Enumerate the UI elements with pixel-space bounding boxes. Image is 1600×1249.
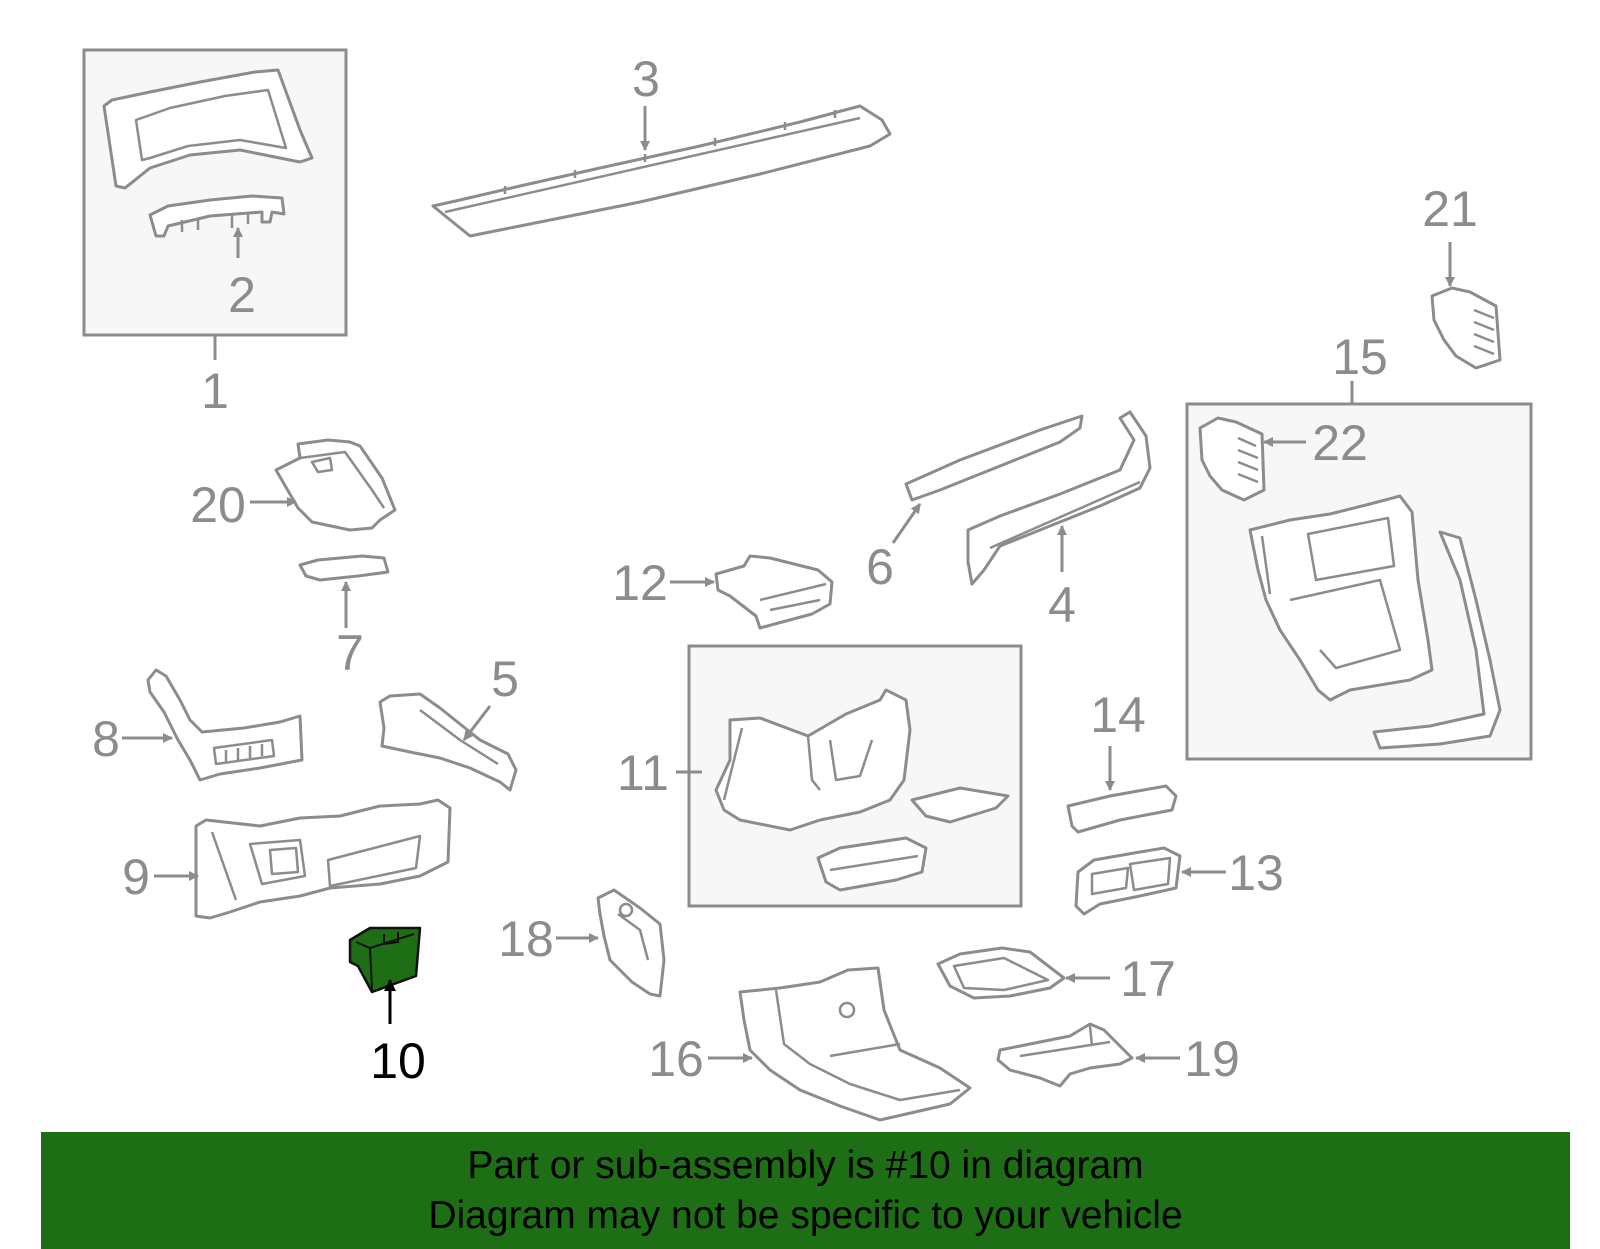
part-10-highlighted-pocket[interactable] <box>348 926 422 994</box>
callout-1: 1 <box>201 363 229 419</box>
callout-22: 22 <box>1312 415 1368 471</box>
part-11-console-box[interactable] <box>714 688 1010 892</box>
part-4-side-trim[interactable] <box>966 410 1152 586</box>
callout-6: 6 <box>866 539 894 595</box>
callout-3: 3 <box>632 51 660 107</box>
callout-21: 21 <box>1422 181 1478 237</box>
callout-16: 16 <box>648 1031 704 1087</box>
part-7-clip[interactable] <box>298 554 390 582</box>
part-1-cluster-panel[interactable] <box>102 68 314 190</box>
part-16-console-base[interactable] <box>738 966 972 1122</box>
part-3-garnish-strip[interactable] <box>431 104 892 238</box>
callout-9: 9 <box>122 849 150 905</box>
part-5-trim[interactable] <box>378 692 518 792</box>
callout-13: 13 <box>1228 845 1284 901</box>
callout-12: 12 <box>612 555 668 611</box>
callout-8: 8 <box>92 711 120 767</box>
part-21-air-vent[interactable] <box>1430 286 1502 370</box>
banner-line-2: Diagram may not be specific to your vehi… <box>428 1194 1183 1237</box>
part-2-bracket[interactable] <box>148 194 286 238</box>
callout-14: 14 <box>1090 687 1146 743</box>
leader-5 <box>462 705 492 741</box>
callout-18: 18 <box>498 911 554 967</box>
part-13-switch-panel[interactable] <box>1074 846 1182 916</box>
part-20-cover[interactable] <box>274 438 397 532</box>
part-19-bracket[interactable] <box>996 1022 1134 1088</box>
callout-15: 15 <box>1332 329 1388 385</box>
callout-11: 11 <box>617 745 669 801</box>
part-9-lower-cover[interactable] <box>194 798 452 920</box>
part-15-center-panel[interactable] <box>1248 494 1502 750</box>
leader-6 <box>891 503 922 544</box>
part-17-mat[interactable] <box>936 946 1066 1000</box>
callout-10: 10 <box>370 1033 426 1089</box>
callout-5: 5 <box>491 651 519 707</box>
part-18-bracket[interactable] <box>596 888 666 998</box>
banner-line-1: Part or sub-assembly is #10 in diagram <box>467 1144 1144 1187</box>
info-banner: Part or sub-assembly is #10 in diagram D… <box>41 1132 1570 1249</box>
part-8-lower-panel[interactable] <box>146 668 304 782</box>
callout-7: 7 <box>336 625 364 681</box>
part-22-air-vent[interactable] <box>1198 416 1266 502</box>
callout-20: 20 <box>190 477 246 533</box>
part-6-garnish[interactable] <box>904 414 1084 502</box>
callout-4: 4 <box>1048 577 1076 633</box>
callout-19: 19 <box>1184 1031 1240 1087</box>
part-14-trim-panel[interactable] <box>1066 784 1178 834</box>
part-12-switch-base[interactable] <box>714 554 834 630</box>
callout-2: 2 <box>228 267 256 323</box>
callout-17: 17 <box>1120 951 1176 1007</box>
